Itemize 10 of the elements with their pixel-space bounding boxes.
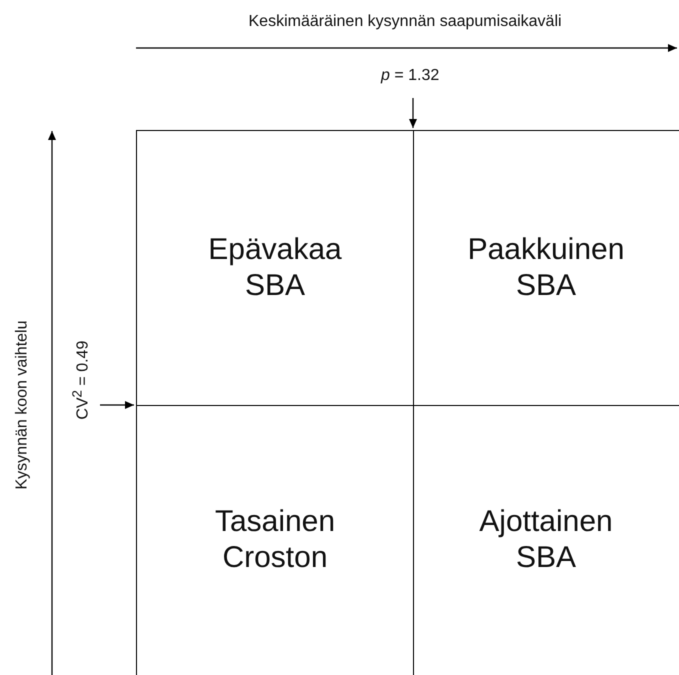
quadrant-label: Paakkuinen SBA — [466, 232, 626, 304]
quadrant-label: Ajottainen SBA — [478, 504, 614, 576]
quadrant-cell — [413, 130, 679, 406]
quadrant-label: Tasainen Croston — [214, 504, 336, 576]
axis-title: Kysynnän koon vaihtelu — [12, 320, 31, 490]
threshold-label: p = 1.32 — [381, 66, 440, 86]
quadrant-label: Epävakaa SBA — [207, 232, 343, 304]
axis-title: Keskimääräinen kysynnän saapumisaikaväli — [248, 12, 562, 32]
quadrant-cell — [136, 405, 414, 675]
quadrant-cell — [136, 130, 414, 406]
